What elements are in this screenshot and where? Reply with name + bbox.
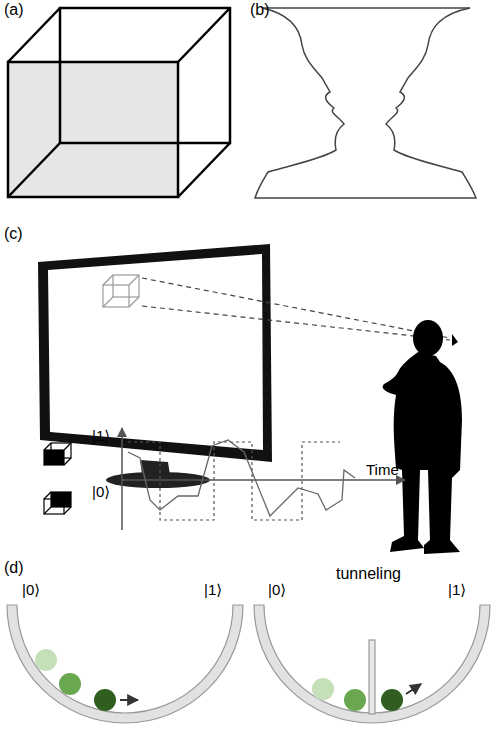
panel-label: |1⟩ [204, 582, 222, 597]
necker-cube [8, 8, 230, 197]
cube-icon-1 [44, 443, 71, 465]
person-silhouette [383, 320, 462, 554]
panel-label: Time [366, 462, 399, 477]
panel-label: (b) [250, 2, 270, 18]
potential-bowls [7, 605, 490, 723]
process-label: tunneling [336, 566, 401, 582]
rubin-vase [255, 8, 476, 198]
panel-label: (c) [4, 226, 23, 242]
panel-label: |0⟩ [92, 484, 110, 499]
balls [35, 649, 421, 711]
panel-label: (d) [4, 560, 24, 576]
panel-label: |0⟩ [268, 582, 286, 597]
switching-graph [44, 428, 405, 530]
panel-label: |1⟩ [92, 428, 110, 443]
panel-label: (a) [4, 2, 24, 18]
panel-label: |1⟩ [448, 582, 466, 597]
cube-icon-0 [44, 492, 71, 514]
panel-label: |0⟩ [22, 582, 40, 597]
